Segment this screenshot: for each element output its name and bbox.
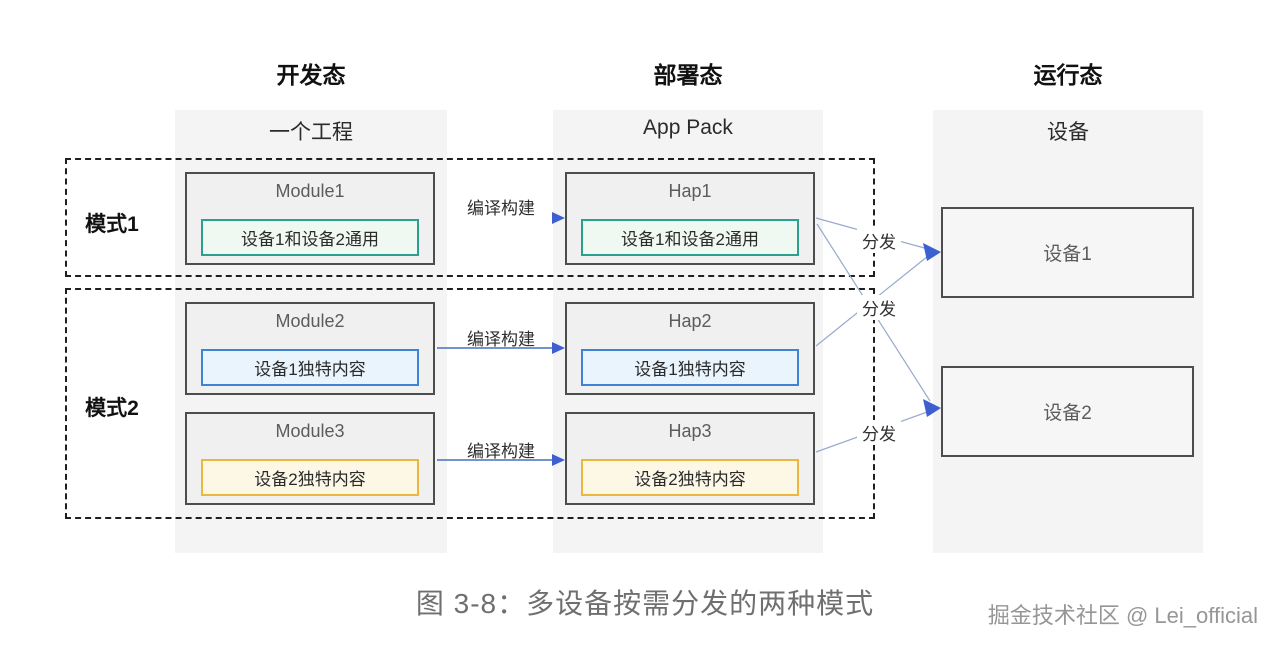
watermark: 掘金技术社区 @ Lei_official: [987, 603, 1258, 628]
module2-title: Module2: [275, 311, 345, 331]
build-label-1: 编译构建: [467, 199, 535, 218]
module3-box: Module3 设备2独特内容: [185, 412, 435, 505]
column-label-app-pack: App Pack: [643, 116, 733, 139]
stage-header-dev: 开发态: [276, 62, 346, 88]
module1-content: 设备1和设备2通用: [201, 219, 419, 256]
hap1-title: Hap1: [668, 181, 712, 201]
hap3-content: 设备2独特内容: [581, 459, 799, 496]
column-bg-device: [933, 110, 1203, 553]
build-label-3: 编译构建: [467, 442, 535, 461]
figure-caption: 图 3-8：多设备按需分发的两种模式: [415, 588, 875, 619]
hap2-title: Hap2: [668, 311, 712, 331]
stage-header-run: 运行态: [1033, 62, 1103, 88]
hap3-box: Hap3 设备2独特内容: [565, 412, 815, 505]
hap1-box: Hap1 设备1和设备2通用: [565, 172, 815, 265]
stage-header-deploy: 部署态: [653, 62, 723, 88]
module2-box: Module2 设备1独特内容: [185, 302, 435, 395]
module3-content: 设备2独特内容: [201, 459, 419, 496]
build-label-2: 编译构建: [467, 330, 535, 349]
module2-content: 设备1独特内容: [201, 349, 419, 386]
column-label-project: 一个工程: [269, 121, 353, 144]
distribute-label-3: 分发: [857, 420, 901, 445]
distribute-label-2: 分发: [857, 295, 901, 320]
module3-title: Module3: [275, 421, 345, 441]
hap2-content: 设备1独特内容: [581, 349, 799, 386]
module1-title: Module1: [275, 181, 345, 201]
mode1-label: 模式1: [85, 213, 139, 236]
hap1-content: 设备1和设备2通用: [581, 219, 799, 256]
device1-box: 设备1: [941, 207, 1194, 298]
distribute-label-1: 分发: [857, 228, 901, 253]
mode2-label: 模式2: [85, 397, 139, 420]
column-label-device: 设备: [1047, 121, 1089, 144]
hap3-title: Hap3: [668, 421, 712, 441]
mode2-frame: [65, 288, 875, 519]
device2-box: 设备2: [941, 366, 1194, 457]
hap2-box: Hap2 设备1独特内容: [565, 302, 815, 395]
module1-box: Module1 设备1和设备2通用: [185, 172, 435, 265]
